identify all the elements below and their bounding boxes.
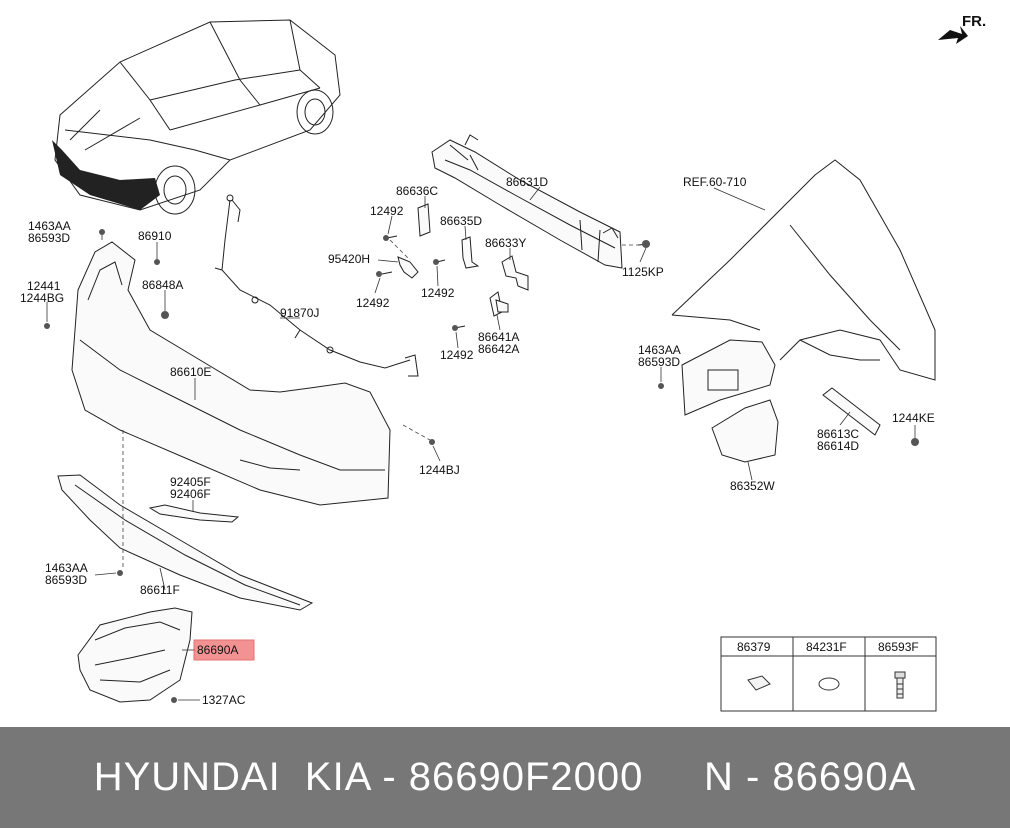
parts-diagram: FR. <box>20 13 986 712</box>
clip-icon <box>171 697 177 703</box>
part-label-12441: 12441 <box>27 279 61 293</box>
part-label-86593D: 86593D <box>45 573 87 587</box>
part-label-86352W: 86352W <box>730 479 775 493</box>
part-label-12492: 12492 <box>440 348 474 362</box>
part-label-1463AA: 1463AA <box>638 343 681 357</box>
front-arrow-icon <box>938 26 968 44</box>
bolt-icon <box>433 259 439 265</box>
legend-header-86593F: 86593F <box>878 640 919 654</box>
legend-header-84231F: 84231F <box>806 640 847 654</box>
part-label-92405F: 92405F <box>170 475 211 489</box>
bolt-icon <box>911 438 919 446</box>
bolt-icon <box>452 325 458 331</box>
bolt-icon <box>376 271 382 277</box>
trunk-bracket <box>681 339 776 416</box>
part-label-1463AA: 1463AA <box>28 219 71 233</box>
part-label-86642A: 86642A <box>478 342 519 356</box>
car-illustration <box>52 19 341 215</box>
part-label-12492: 12492 <box>370 204 404 218</box>
front-direction-indicator: FR. <box>938 13 986 44</box>
part-label-86690A: 86690A <box>197 643 238 657</box>
wiring-harness <box>214 194 419 377</box>
footer-part-number: HYUNDAI KIA - 86690F2000 N - 86690A <box>93 755 917 799</box>
part-label-95420H: 95420H <box>328 252 370 266</box>
part-label-86610E: 86610E <box>170 365 211 379</box>
clip-icon <box>161 311 169 319</box>
part-label-12492: 12492 <box>421 286 455 300</box>
part-label-12492: 12492 <box>356 296 390 310</box>
part-label-1244BJ: 1244BJ <box>419 463 460 477</box>
bumper-cover <box>71 241 391 506</box>
seal-ring-icon <box>818 677 840 691</box>
lower-cover <box>57 474 314 611</box>
bolt-icon <box>658 383 664 389</box>
leader-lines <box>46 186 916 701</box>
part-label-86631D: 86631D <box>506 175 548 189</box>
side-strip <box>822 387 881 436</box>
clip-icon <box>99 229 105 235</box>
front-direction-label: FR. <box>962 13 986 30</box>
part-label-86848A: 86848A <box>142 278 183 292</box>
brackets <box>376 203 651 331</box>
part-label-1463AA: 1463AA <box>45 561 88 575</box>
part-label-86636C: 86636C <box>396 184 438 198</box>
body-panel <box>671 159 936 381</box>
ref-label: REF.60-710 <box>683 175 747 189</box>
plug-icon <box>747 675 771 691</box>
legend-table: 86379 84231F 86593F <box>720 636 937 712</box>
part-label-92406F: 92406F <box>170 487 211 501</box>
part-label-86910: 86910 <box>138 229 172 243</box>
part-label-91870J: 91870J <box>280 306 319 320</box>
part-label-86635D: 86635D <box>440 214 482 228</box>
part-label-86641A: 86641A <box>478 330 519 344</box>
part-label-1244KE: 1244KE <box>892 411 935 425</box>
under-cover <box>77 607 193 703</box>
part-label-1244BG: 1244BG <box>20 291 64 305</box>
bumper-beam <box>431 134 623 269</box>
bolt-icon <box>429 439 435 445</box>
clip-icon <box>154 259 160 265</box>
footer-banner: HYUNDAI KIA - 86690F2000 N - 86690A <box>0 727 1010 828</box>
part-label-86614D: 86614D <box>817 439 859 453</box>
clip-icon <box>117 570 123 576</box>
part-label-1125KP: 1125KP <box>622 265 664 279</box>
screw-icon <box>894 671 906 699</box>
part-label-86593D: 86593D <box>638 355 680 369</box>
reflector-moulding <box>148 504 240 523</box>
bolt-icon <box>642 240 650 248</box>
part-label-86593D: 86593D <box>28 231 70 245</box>
part-label-86611F: 86611F <box>140 583 180 597</box>
part-label-86613C: 86613C <box>817 427 859 441</box>
part-label-86633Y: 86633Y <box>485 236 526 250</box>
bolt-icon <box>383 235 389 241</box>
legend-header-86379: 86379 <box>737 640 771 654</box>
bolt-icon <box>44 323 50 329</box>
part-label-1327AC: 1327AC <box>202 693 246 707</box>
highlight-box <box>193 639 255 661</box>
mud-guard <box>711 399 779 463</box>
